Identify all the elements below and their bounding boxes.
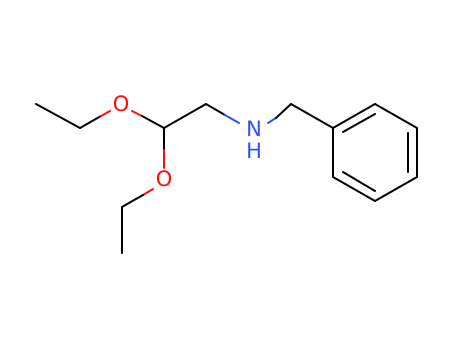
ring-double-bond-inner-3 bbox=[342, 171, 376, 192]
ring-bond-2 bbox=[374, 103, 418, 129]
bond-n-benzyl-black bbox=[275, 103, 292, 119]
bond-ch2-n-black bbox=[205, 103, 226, 116]
bond-bottom-o-ethyl-black bbox=[121, 194, 144, 208]
bond-upper-ethyl-co-red bbox=[100, 110, 111, 117]
bond-ch2-n-blue bbox=[224, 114, 240, 124]
bond-top-o-acetal-black bbox=[141, 115, 165, 129]
bond-upper-ethyl-co-black bbox=[79, 115, 102, 129]
bond-benzyl-ring bbox=[290, 103, 334, 129]
bond-n-benzyl-blue bbox=[267, 117, 277, 124]
bond-bottom-o-ethyl-red bbox=[142, 188, 154, 196]
oxygen-bottom-label: O bbox=[156, 167, 173, 191]
ring-bond-4 bbox=[374, 176, 418, 202]
bond-upper-ethyl-cc bbox=[35, 103, 81, 129]
nitrogen-label: N bbox=[246, 117, 262, 141]
ring-double-bond-inner-1 bbox=[342, 113, 376, 133]
bond-acetal-ch2 bbox=[163, 103, 207, 129]
ring-bond-5 bbox=[332, 176, 376, 202]
bond-top-o-acetal-red bbox=[131, 110, 143, 117]
oxygen-top-label: O bbox=[113, 92, 130, 116]
ring-bond-1 bbox=[332, 103, 376, 129]
nitrogen-hydrogen-label: H bbox=[246, 139, 262, 163]
